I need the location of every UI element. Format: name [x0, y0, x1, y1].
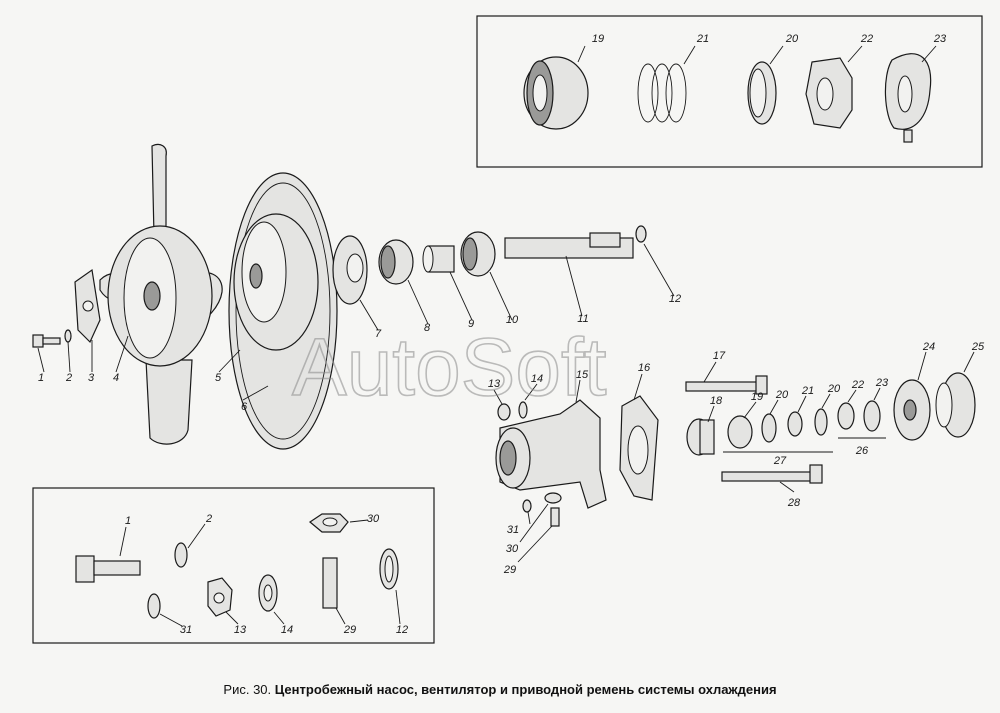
callout-c7: 7 — [375, 328, 382, 340]
part-clamp-23 — [863, 400, 881, 432]
callout-c28: 28 — [787, 497, 801, 509]
part-bolt-1 — [32, 334, 61, 348]
part-bearing-10 — [460, 231, 496, 277]
part-bearing-8 — [378, 239, 414, 285]
callout-c25: 25 — [971, 341, 985, 353]
callout-c6: 6 — [241, 401, 248, 413]
top-spring-21 — [637, 63, 687, 123]
part-seal-18 — [686, 418, 715, 456]
callout-t23: 23 — [933, 33, 947, 45]
part-ring-20 — [761, 413, 777, 443]
part-hub-7 — [332, 235, 368, 305]
callout-b13: 13 — [234, 624, 247, 636]
part-nut-25 — [935, 372, 976, 438]
part-impeller-24 — [893, 379, 931, 441]
callout-c3: 3 — [88, 372, 95, 384]
inset-stud-29 — [322, 557, 338, 609]
callout-c27: 27 — [773, 455, 787, 467]
callout-c20b: 20 — [827, 383, 841, 395]
inset-washer-14 — [258, 574, 278, 612]
callout-c5: 5 — [215, 372, 222, 384]
callout-c16: 16 — [638, 362, 651, 374]
part-bolt-28 — [721, 464, 823, 484]
callout-c31: 31 — [507, 524, 519, 536]
inset-nut-13 — [207, 577, 233, 617]
callout-b30: 30 — [367, 513, 380, 525]
figure-caption: Рис. 30. Центробежный насос, вентилятор … — [0, 682, 1000, 697]
part-nut-13 — [497, 403, 511, 421]
callout-c26: 26 — [855, 445, 869, 457]
callout-b29: 29 — [343, 624, 356, 636]
callout-c13: 13 — [488, 378, 501, 390]
callout-t19: 19 — [592, 33, 604, 45]
callout-t22: 22 — [860, 33, 873, 45]
callout-c4: 4 — [113, 372, 119, 384]
callout-c12: 12 — [669, 293, 681, 305]
part-washer-14 — [518, 401, 528, 419]
callout-b1: 1 — [125, 515, 131, 527]
inset-nut-30 — [308, 513, 349, 533]
callout-b12: 12 — [396, 624, 408, 636]
watermark: AutoSoft — [292, 322, 607, 413]
part-fan-4 — [99, 143, 223, 445]
callout-c15: 15 — [576, 369, 589, 381]
top-clamp-23 — [884, 53, 932, 143]
inset-washer-31 — [147, 593, 161, 619]
bottom-inset-frame — [32, 487, 435, 644]
callout-c22: 22 — [851, 379, 864, 391]
part-stud-29 — [550, 507, 560, 527]
part-spacer-9 — [422, 245, 455, 273]
part-cup-22 — [837, 402, 855, 430]
callout-c9: 9 — [468, 318, 474, 330]
callout-c21: 21 — [801, 385, 814, 397]
part-shaft-11 — [504, 232, 634, 259]
callout-c8: 8 — [424, 322, 431, 334]
callout-c18: 18 — [710, 395, 723, 407]
callout-t20: 20 — [785, 33, 799, 45]
callout-b2: 2 — [205, 513, 212, 525]
part-spring-21 — [787, 411, 803, 437]
part-flange-3 — [74, 268, 101, 344]
caption-title: Центробежный насос, вентилятор и приводн… — [274, 682, 777, 697]
callout-c14: 14 — [531, 373, 543, 385]
top-inset-frame — [476, 15, 983, 168]
part-ring-20b — [814, 408, 828, 436]
callout-c19: 19 — [751, 391, 763, 403]
part-ring-12 — [635, 225, 647, 243]
top-ring-20 — [747, 61, 777, 125]
part-pulley-5 — [233, 213, 319, 351]
callout-c20: 20 — [775, 389, 789, 401]
inset-bolt-1 — [75, 555, 141, 583]
callout-c1: 1 — [38, 372, 44, 384]
caption-prefix: Рис. 30. — [223, 682, 272, 697]
callout-c11: 11 — [577, 313, 588, 325]
inset-washer-2 — [174, 542, 188, 568]
inset-ring-12 — [379, 548, 399, 590]
part-seal-19 — [727, 415, 753, 449]
callout-b14: 14 — [281, 624, 293, 636]
callout-c17: 17 — [713, 350, 726, 362]
part-washer-31 — [522, 499, 532, 513]
part-nut-30 — [544, 492, 562, 504]
part-bolt-17 — [685, 375, 768, 395]
callout-b31: 31 — [180, 624, 192, 636]
callout-c30: 30 — [506, 543, 519, 555]
part-washer-2 — [64, 329, 72, 343]
callout-c23: 23 — [875, 377, 889, 389]
callout-c2: 2 — [65, 372, 72, 384]
callout-c24: 24 — [922, 341, 935, 353]
callout-c29: 29 — [503, 564, 516, 576]
part-gasket-16 — [619, 395, 659, 501]
callout-t21: 21 — [696, 33, 709, 45]
top-cup-22 — [805, 57, 853, 129]
part-housing-15 — [495, 399, 607, 509]
callout-c10: 10 — [506, 314, 519, 326]
top-bushing-19 — [523, 56, 589, 130]
